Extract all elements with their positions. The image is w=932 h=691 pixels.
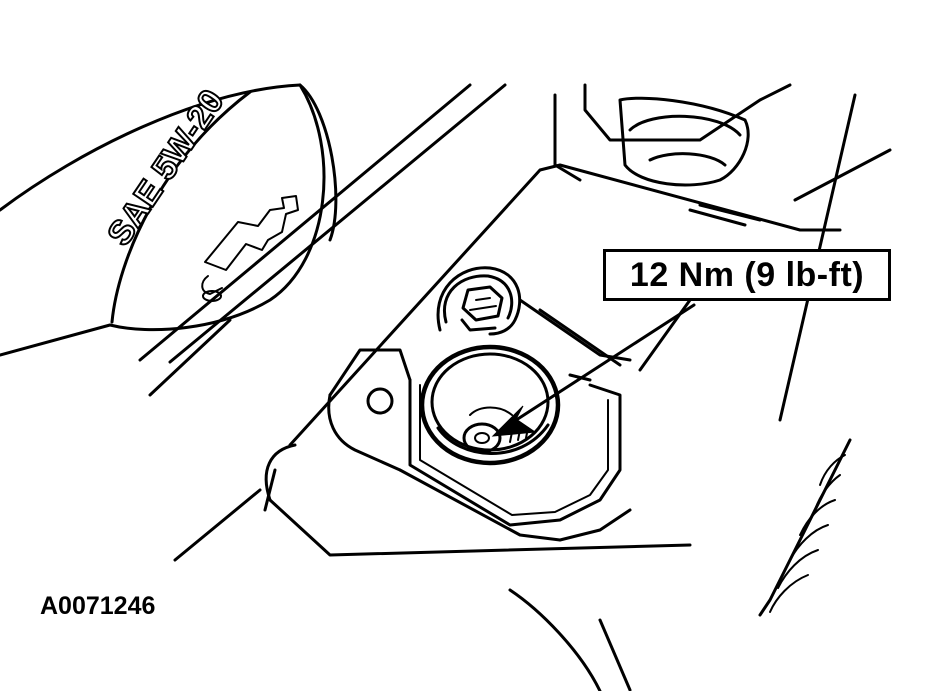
cap-marking-text: SAE 5W-20 [100, 83, 232, 253]
drain-bolt-icon [462, 422, 502, 454]
upper-bracket [618, 96, 762, 227]
filter-recess [408, 378, 622, 527]
right-ribs [758, 438, 852, 617]
figure-id-label: A0071246 [40, 592, 156, 620]
bolt-head-icon [436, 266, 522, 336]
callout-leader-arrow [491, 303, 696, 437]
oil-filler-cap: SAE 5W-20 [0, 82, 338, 357]
oil-can-icon [201, 195, 299, 302]
torque-callout: 12 Nm (9 lb-ft) [603, 249, 891, 301]
drain-cup [419, 344, 561, 466]
housing-plate [264, 163, 842, 557]
torque-callout-label: 12 Nm (9 lb-ft) [629, 255, 865, 294]
engine-housing-lines [138, 83, 892, 691]
